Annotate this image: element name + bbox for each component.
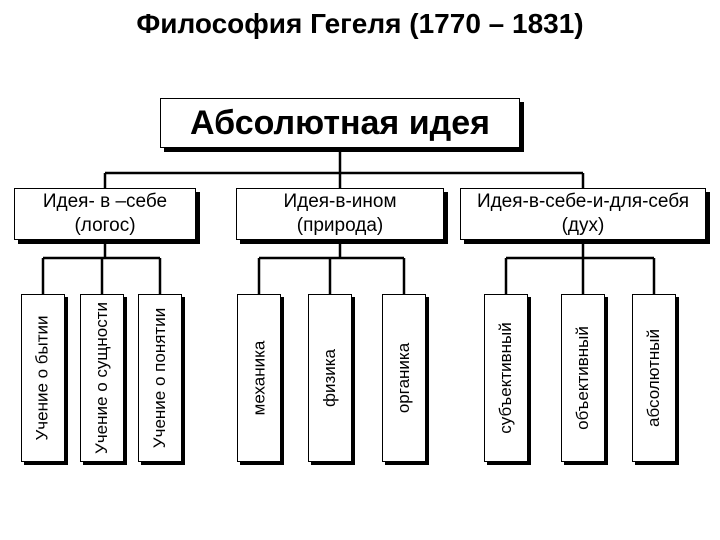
leaf-absolute-label: абсолютный (644, 329, 663, 427)
leaf-subjective: субъективный (484, 294, 528, 462)
category-nature: Идея-в-ином (природа) (236, 188, 444, 240)
root-node: Абсолютная идея (160, 98, 520, 148)
leaf-subjective-label: субъективный (496, 322, 515, 434)
leaf-physics: физика (308, 294, 352, 462)
leaf-mechanics-label: механика (249, 340, 268, 416)
leaf-absolute: абсолютный (632, 294, 676, 462)
leaf-physics-label: физика (320, 348, 340, 408)
root-label: Абсолютная идея (190, 103, 490, 142)
leaf-concept-label: Учение о понятии (150, 307, 170, 449)
leaf-organics: органика (382, 294, 426, 462)
category-spirit: Идея-в-себе-и-для-себя (дух) (460, 188, 706, 240)
leaf-objective: объективный (561, 294, 605, 462)
category-logos: Идея- в –себе (логос) (14, 188, 196, 240)
leaf-concept: Учение о понятии (138, 294, 182, 462)
category-logos-line2: (логос) (74, 215, 136, 236)
diagram-title: Философия Гегеля (1770 – 1831) (136, 8, 584, 39)
category-spirit-line2: (дух) (561, 215, 605, 236)
category-logos-line1: Идея- в –себе (42, 191, 168, 212)
leaf-objective-label: объективный (573, 326, 593, 430)
category-nature-line1: Идея-в-ином (283, 191, 397, 212)
category-nature-line2: (природа) (296, 215, 384, 236)
leaf-essence: Учение о сущности (80, 294, 124, 462)
leaf-being-label: Учение о бытии (33, 315, 52, 441)
leaf-mechanics: механика (237, 294, 281, 462)
leaf-essence-label: Учение о сущности (92, 302, 111, 454)
leaf-being: Учение о бытии (21, 294, 65, 462)
category-spirit-line1: Идея-в-себе-и-для-себя (476, 191, 690, 212)
leaf-organics-label: органика (394, 342, 413, 414)
